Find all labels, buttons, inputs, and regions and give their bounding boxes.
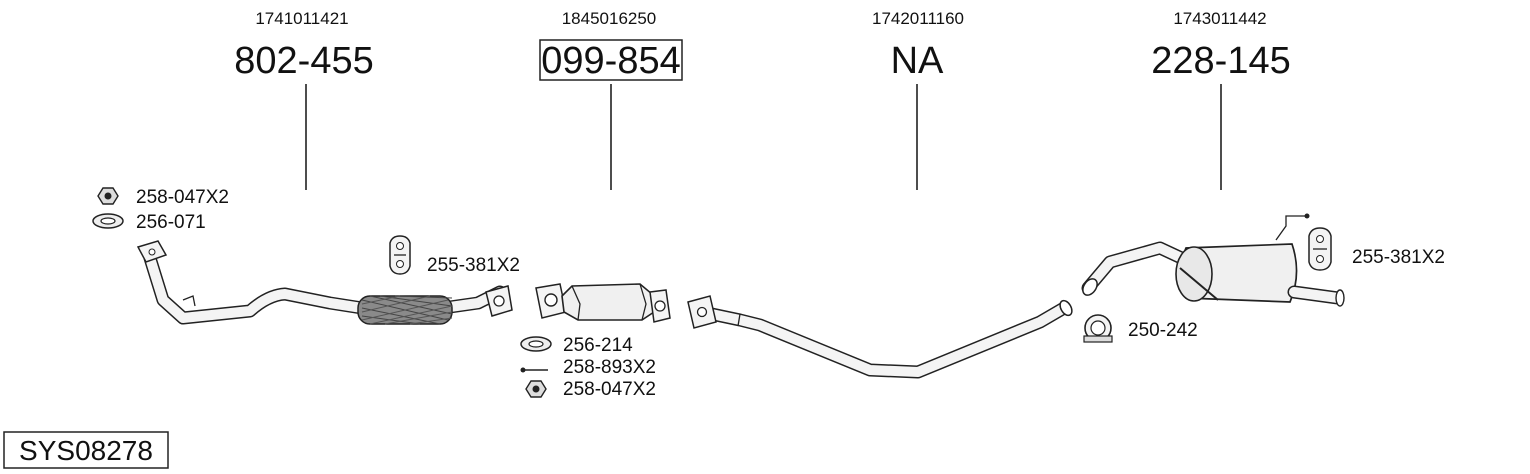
oem-number-catalytic-converter: 1845016250: [562, 9, 657, 28]
column-middle-pipe: 1742011160 NA: [872, 9, 964, 190]
gasket-ring-icon: [520, 336, 552, 352]
part-number-catalytic-converter[interactable]: 099-854: [541, 40, 680, 82]
inlet-flange-icon: [136, 240, 168, 263]
label-nut-cat[interactable]: 258-047X2: [563, 379, 656, 400]
rubber-hanger-icon: [389, 235, 411, 275]
middle-pipe-drawing: [687, 295, 1073, 379]
label-hanger-front[interactable]: 255-381X2: [427, 255, 520, 276]
accessory-hanger-front: 255-381X2: [389, 235, 520, 276]
oem-number-middle-pipe: 1742011160: [872, 9, 964, 28]
rubber-hanger-icon: [1308, 227, 1332, 271]
part-number-front-pipe[interactable]: 802-455: [234, 40, 373, 82]
accessory-gasket-front: 256-071: [92, 212, 206, 233]
accessory-hanger-rear: 255-381X2: [1308, 227, 1445, 271]
accessory-nut-front: 258-047X2: [97, 187, 229, 208]
system-code-label: SYS08278: [19, 435, 153, 466]
nut-icon: [97, 187, 119, 205]
column-catalytic-converter: 1845016250 099-854: [539, 9, 683, 190]
system-code-box: [3, 431, 169, 469]
highlight-box-catalytic-converter: [539, 39, 683, 81]
accessory-gasket-cat: 256-214: [520, 335, 633, 356]
oem-number-rear-silencer: 1743011442: [1173, 9, 1266, 28]
flex-pipe-icon: [357, 295, 453, 325]
outlet-flange-icon: [485, 285, 513, 317]
label-nut-front[interactable]: 258-047X2: [136, 187, 229, 208]
label-gasket-front[interactable]: 256-071: [136, 212, 206, 233]
column-rear-silencer: 1743011442 228-145: [1151, 9, 1291, 190]
nut-icon: [525, 380, 547, 398]
part-number-rear-silencer[interactable]: 228-145: [1151, 40, 1290, 82]
bolt-icon: [520, 367, 548, 373]
pipe-clamp-icon: [1083, 314, 1113, 343]
accessory-clamp-rear: 250-242: [1083, 314, 1198, 343]
cat-outlet-flange-icon: [649, 289, 671, 323]
cat-inlet-flange-icon: [535, 283, 567, 319]
gasket-ring-icon: [92, 213, 124, 229]
column-front-pipe: 1741011421 802-455: [234, 9, 374, 190]
front-pipe-drawing: [136, 240, 513, 325]
accessory-nut-cat: 258-047X2: [525, 379, 656, 400]
system-code: SYS08278: [3, 431, 169, 469]
rear-silencer-drawing: [1081, 213, 1345, 307]
middle-pipe-inlet-flange-icon: [687, 295, 717, 329]
catalytic-converter-drawing: [535, 283, 671, 323]
label-hanger-rear[interactable]: 255-381X2: [1352, 247, 1445, 268]
oem-number-front-pipe: 1741011421: [255, 9, 348, 28]
accessory-bolt-cat: 258-893X2: [520, 357, 656, 378]
label-bolt-cat[interactable]: 258-893X2: [563, 357, 656, 378]
part-number-middle-pipe[interactable]: NA: [891, 40, 944, 82]
label-gasket-cat[interactable]: 256-214: [563, 335, 633, 356]
label-clamp-rear[interactable]: 250-242: [1128, 320, 1198, 341]
